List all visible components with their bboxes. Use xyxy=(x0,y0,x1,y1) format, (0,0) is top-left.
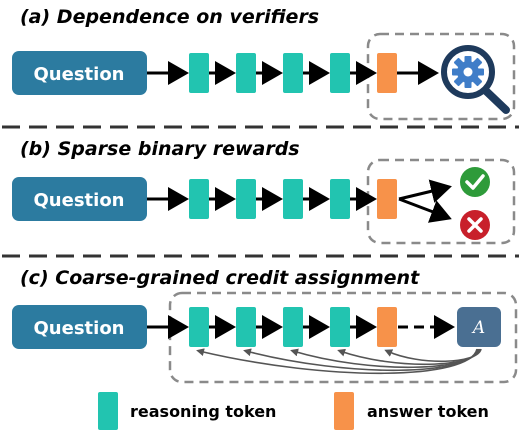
panel-b-reasoning-token-3 xyxy=(283,179,303,219)
x-circle-icon xyxy=(460,210,490,240)
panel-a-question-label: Question xyxy=(34,64,125,85)
panel-a: Question xyxy=(12,32,516,121)
credit-curve-to-answer xyxy=(384,348,482,363)
panel-c-question-box xyxy=(12,305,147,349)
magnifier-gear-icon xyxy=(441,45,510,114)
panel-b-question-label: Question xyxy=(34,190,125,211)
panel-c-reasoning-token-1 xyxy=(189,307,209,347)
legend-reasoning-label: reasoning token xyxy=(130,402,277,421)
panel-b-arrow-to-incorrect xyxy=(398,197,452,223)
panel-c-advantage-box xyxy=(457,307,501,347)
legend-answer-swatch xyxy=(334,392,354,430)
panel-a-reasoning-token-3 xyxy=(283,53,303,93)
panel-c: Question A xyxy=(12,291,518,384)
panel-b-title: (b) Sparse binary rewards xyxy=(20,138,300,160)
panel-b: Question xyxy=(12,158,516,245)
panel-b-reward-dashed-box xyxy=(366,158,516,245)
legend xyxy=(98,392,354,430)
panel-c-answer-token xyxy=(377,307,397,347)
panel-c-title: (c) Coarse-grained credit assignment xyxy=(20,267,420,289)
panel-b-answer-token xyxy=(377,179,397,219)
panel-a-title: (a) Dependence on verifiers xyxy=(20,6,320,28)
panel-a-reasoning-token-4 xyxy=(330,53,350,93)
panel-c-reasoning-token-3 xyxy=(283,307,303,347)
panel-a-reasoning-token-2 xyxy=(236,53,256,93)
panel-b-question-box xyxy=(12,177,147,221)
panel-c-question-label: Question xyxy=(34,318,125,339)
panel-a-reasoning-token-1 xyxy=(189,53,209,93)
panel-b-reasoning-token-2 xyxy=(236,179,256,219)
panel-c-advantage-label: A xyxy=(471,318,485,338)
panel-c-reasoning-token-2 xyxy=(236,307,256,347)
check-circle-icon xyxy=(460,167,490,197)
panel-a-question-box xyxy=(12,51,147,95)
legend-answer-label: answer token xyxy=(367,402,489,421)
legend-reasoning-swatch xyxy=(98,392,118,430)
panel-b-reasoning-token-1 xyxy=(189,179,209,219)
panel-c-reasoning-token-4 xyxy=(330,307,350,347)
credit-curve-to-token-2 xyxy=(243,348,479,372)
panel-a-answer-token xyxy=(377,53,397,93)
credit-curve-to-token-4 xyxy=(337,348,481,366)
panel-b-reasoning-token-4 xyxy=(330,179,350,219)
panel-b-arrow-to-correct xyxy=(398,179,452,203)
